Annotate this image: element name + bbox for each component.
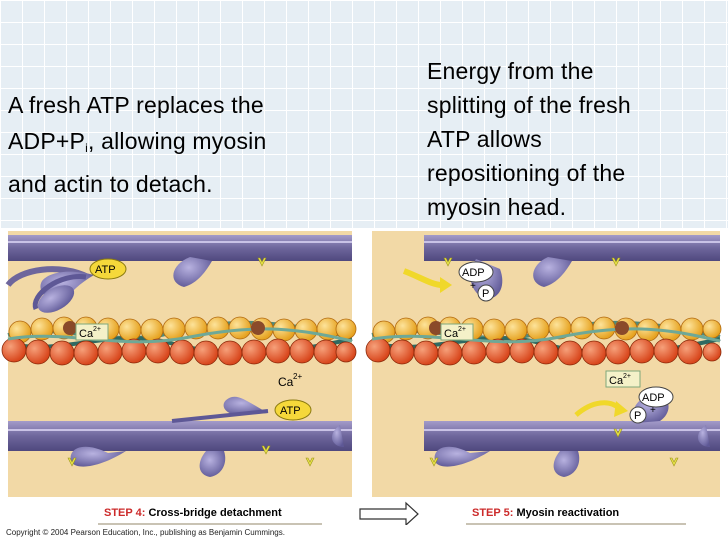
caption-left-line3: and actin to detach. <box>8 171 213 197</box>
myosin-head-icon <box>331 425 344 447</box>
atp-badge <box>274 399 312 421</box>
thick-filament-top <box>424 235 720 261</box>
myosin-head-icon <box>173 257 212 287</box>
actin-filament <box>1 316 357 366</box>
caption-right-line4: repositioning of the <box>427 160 626 186</box>
caption-left-line1: A fresh ATP replaces the <box>8 92 264 118</box>
adp-badge <box>638 386 674 408</box>
troponin-icon <box>251 321 265 335</box>
title-background <box>0 0 728 228</box>
step5-text: Myosin reactivation <box>516 507 620 519</box>
thick-filament-bottom <box>8 421 352 451</box>
adp-label: ADP <box>642 392 665 404</box>
thick-filament-top <box>8 235 352 261</box>
svg-text:2+: 2+ <box>623 373 631 380</box>
troponin-icon <box>63 321 77 335</box>
caption-right-line3: ATP allows <box>427 126 542 152</box>
atp-label: ATP <box>95 264 116 276</box>
copyright-notice: Copyright © 2004 Pearson Education, Inc.… <box>6 528 285 537</box>
caption-right: Energy from the splitting of the fresh A… <box>427 54 727 224</box>
thick-filament-bottom <box>424 421 720 451</box>
ca-label: Ca <box>444 328 459 340</box>
myosin-head-icon <box>553 451 580 477</box>
step5-number: STEP 5: <box>472 507 514 519</box>
svg-text:+: + <box>470 281 476 292</box>
phosphate-label: P <box>482 288 489 300</box>
myosin-head-icon <box>533 257 572 287</box>
cross-bridge-diagram: Ca 2+ Ca 2+ ATP ATP <box>1 231 722 525</box>
caption-right-line1: Energy from the <box>427 58 594 84</box>
atp-badge <box>89 258 127 280</box>
myosin-head-icon <box>70 446 126 467</box>
panel-step4: Ca 2+ Ca 2+ ATP ATP <box>1 231 357 497</box>
ca-label: Ca <box>79 328 94 340</box>
troponin-icon <box>615 321 629 335</box>
step4-number: STEP 4: <box>104 507 146 519</box>
step4-label: STEP 4: Cross-bridge detachment <box>98 503 322 525</box>
myosin-head-icon <box>199 451 226 477</box>
arrow-right-icon <box>359 501 419 525</box>
ca-label-free: Ca <box>609 375 624 387</box>
adp-label: ADP <box>462 267 485 279</box>
atp-label: ATP <box>280 405 301 417</box>
caption-right-line5: myosin head. <box>427 194 567 220</box>
caption-left-line2: ADP+Pi, allowing myosin <box>8 128 267 155</box>
step4-text: Cross-bridge detachment <box>148 507 282 519</box>
phosphate-label: P <box>634 410 641 422</box>
svg-text:2+: 2+ <box>293 372 302 381</box>
svg-text:+: + <box>650 405 656 416</box>
svg-text:2+: 2+ <box>458 326 466 333</box>
adp-badge <box>458 261 494 283</box>
phosphate-badge <box>629 406 647 424</box>
step5-label: STEP 5: Myosin reactivation <box>466 503 686 525</box>
panel-step5: Ca 2+ Ca 2+ ADP + P ADP + P <box>365 231 722 497</box>
myosin-head-icon <box>697 425 710 447</box>
svg-text:2+: 2+ <box>93 326 101 333</box>
phosphate-badge <box>477 284 495 302</box>
ca-label-free: Ca <box>278 375 294 389</box>
caption-right-line2: splitting of the fresh <box>427 92 631 118</box>
myosin-head-icon <box>37 285 75 313</box>
troponin-icon <box>429 321 443 335</box>
caption-left: A fresh ATP replaces the ADP+Pi, allowin… <box>8 87 338 202</box>
myosin-head-icon <box>434 446 490 467</box>
